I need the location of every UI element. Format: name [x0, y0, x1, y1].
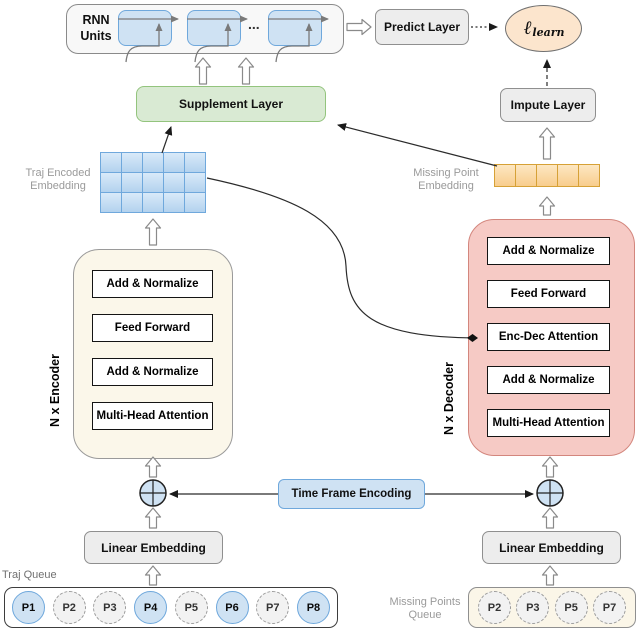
missing-point-embedding-row [494, 164, 600, 187]
flow-up-arrow [538, 196, 556, 216]
impute-layer-box: Impute Layer [500, 88, 596, 122]
embedding-cell [122, 173, 142, 192]
linear-embedding-left-box: Linear Embedding [84, 531, 223, 564]
traj-queue-container: P1 P2 P3 P4 P5 P6 P7 P8 [4, 587, 338, 628]
embedding-cell [558, 165, 578, 186]
decoder-layer-feed-forward: Feed Forward [487, 280, 610, 308]
embedding-cell [143, 193, 163, 212]
flow-up-arrow [144, 507, 162, 529]
embedding-cell [516, 165, 536, 186]
embedding-cell [185, 193, 205, 212]
queue-point-p4: P4 [134, 591, 168, 624]
embedding-cell [185, 153, 205, 172]
embedding-cell [122, 193, 142, 212]
traj-encoded-embedding-grid [100, 152, 206, 213]
embedding-cell [164, 193, 184, 212]
encoder-layer-add-normalize-1: Add & Normalize [92, 270, 213, 298]
embedding-cell [101, 193, 121, 212]
encoder-layer-feed-forward: Feed Forward [92, 314, 213, 342]
queue-point-p2: P2 [52, 591, 86, 624]
encoder-side-label: N x Encoder [48, 354, 62, 428]
traj-queue-label: Traj Queue [2, 569, 57, 581]
loss-symbol: ℓ [523, 17, 532, 39]
queue-point-p1: P1 [12, 591, 45, 624]
queue-point-p5: P5 [174, 591, 208, 624]
flow-up-arrow [144, 565, 162, 586]
decoder-layer-multi-head-attention: Multi-Head Attention [487, 409, 610, 437]
embedding-cell [185, 173, 205, 192]
embedding-cell [537, 165, 557, 186]
embedding-cell [164, 173, 184, 192]
embedding-cell [101, 173, 121, 192]
decoder-layer-add-normalize-1: Add & Normalize [487, 237, 610, 265]
rnn-ellipsis: ... [248, 16, 260, 32]
missing-queue-point-p5: P5 [554, 591, 588, 624]
rnn-cell-3 [268, 10, 322, 46]
time-frame-encoding-box: Time Frame Encoding [278, 479, 425, 509]
supplement-layer-box: Supplement Layer [136, 86, 326, 122]
missing-queue-point-p3: P3 [516, 591, 550, 624]
right-add-circle [536, 479, 564, 507]
decoder-side-label: N x Decoder [442, 362, 456, 436]
traj-embedding-to-supplement-connector [161, 126, 173, 154]
rnn-cell-2 [187, 10, 241, 46]
flow-up-arrow [541, 507, 559, 529]
queue-point-p6: P6 [215, 591, 249, 624]
loss-subscript: learn [532, 26, 565, 39]
flow-up-arrow [541, 456, 559, 478]
embedding-cell [122, 153, 142, 172]
flow-up-arrow [541, 565, 559, 586]
flow-up-arrow [194, 57, 212, 85]
embedding-cell [495, 165, 515, 186]
rnn-units-label: RNN Units [80, 13, 112, 43]
embedding-cell [101, 153, 121, 172]
linear-embedding-right-box: Linear Embedding [482, 531, 621, 564]
missing-queue-point-p7: P7 [592, 591, 626, 624]
left-add-circle [139, 479, 167, 507]
missing-embedding-to-supplement-connector [337, 123, 498, 167]
queue-point-p3: P3 [93, 591, 127, 624]
predict-layer-box: Predict Layer [375, 9, 469, 45]
flow-up-arrow [144, 218, 162, 246]
missing-queue-point-p2: P2 [478, 591, 511, 624]
missing-queue-label: Missing Points Queue [389, 596, 461, 622]
missing-embedding-label: Missing Point Embedding [413, 167, 479, 193]
traj-embedding-label: Traj Encoded Embedding [25, 167, 91, 193]
encoder-to-decoder-attention-connector [206, 177, 478, 342]
decoder-layer-add-normalize-2: Add & Normalize [487, 366, 610, 394]
queue-point-p8: P8 [296, 591, 330, 624]
rnn-to-predict-arrow [346, 18, 372, 36]
embedding-cell [164, 153, 184, 172]
queue-point-p7: P7 [256, 591, 290, 624]
encoder-layer-add-normalize-2: Add & Normalize [92, 358, 213, 386]
missing-points-queue-container: P2 P3 P5 P7 [468, 587, 636, 628]
embedding-cell [579, 165, 599, 186]
flow-up-arrow [538, 127, 556, 160]
encoder-layer-multi-head-attention: Multi-Head Attention [92, 402, 213, 430]
rnn-cell-1 [118, 10, 172, 46]
flow-up-arrow [144, 456, 162, 478]
embedding-cell [143, 153, 163, 172]
embedding-cell [143, 173, 163, 192]
flow-up-arrow [237, 57, 255, 85]
decoder-layer-enc-dec-attention: Enc-Dec Attention [487, 323, 610, 351]
